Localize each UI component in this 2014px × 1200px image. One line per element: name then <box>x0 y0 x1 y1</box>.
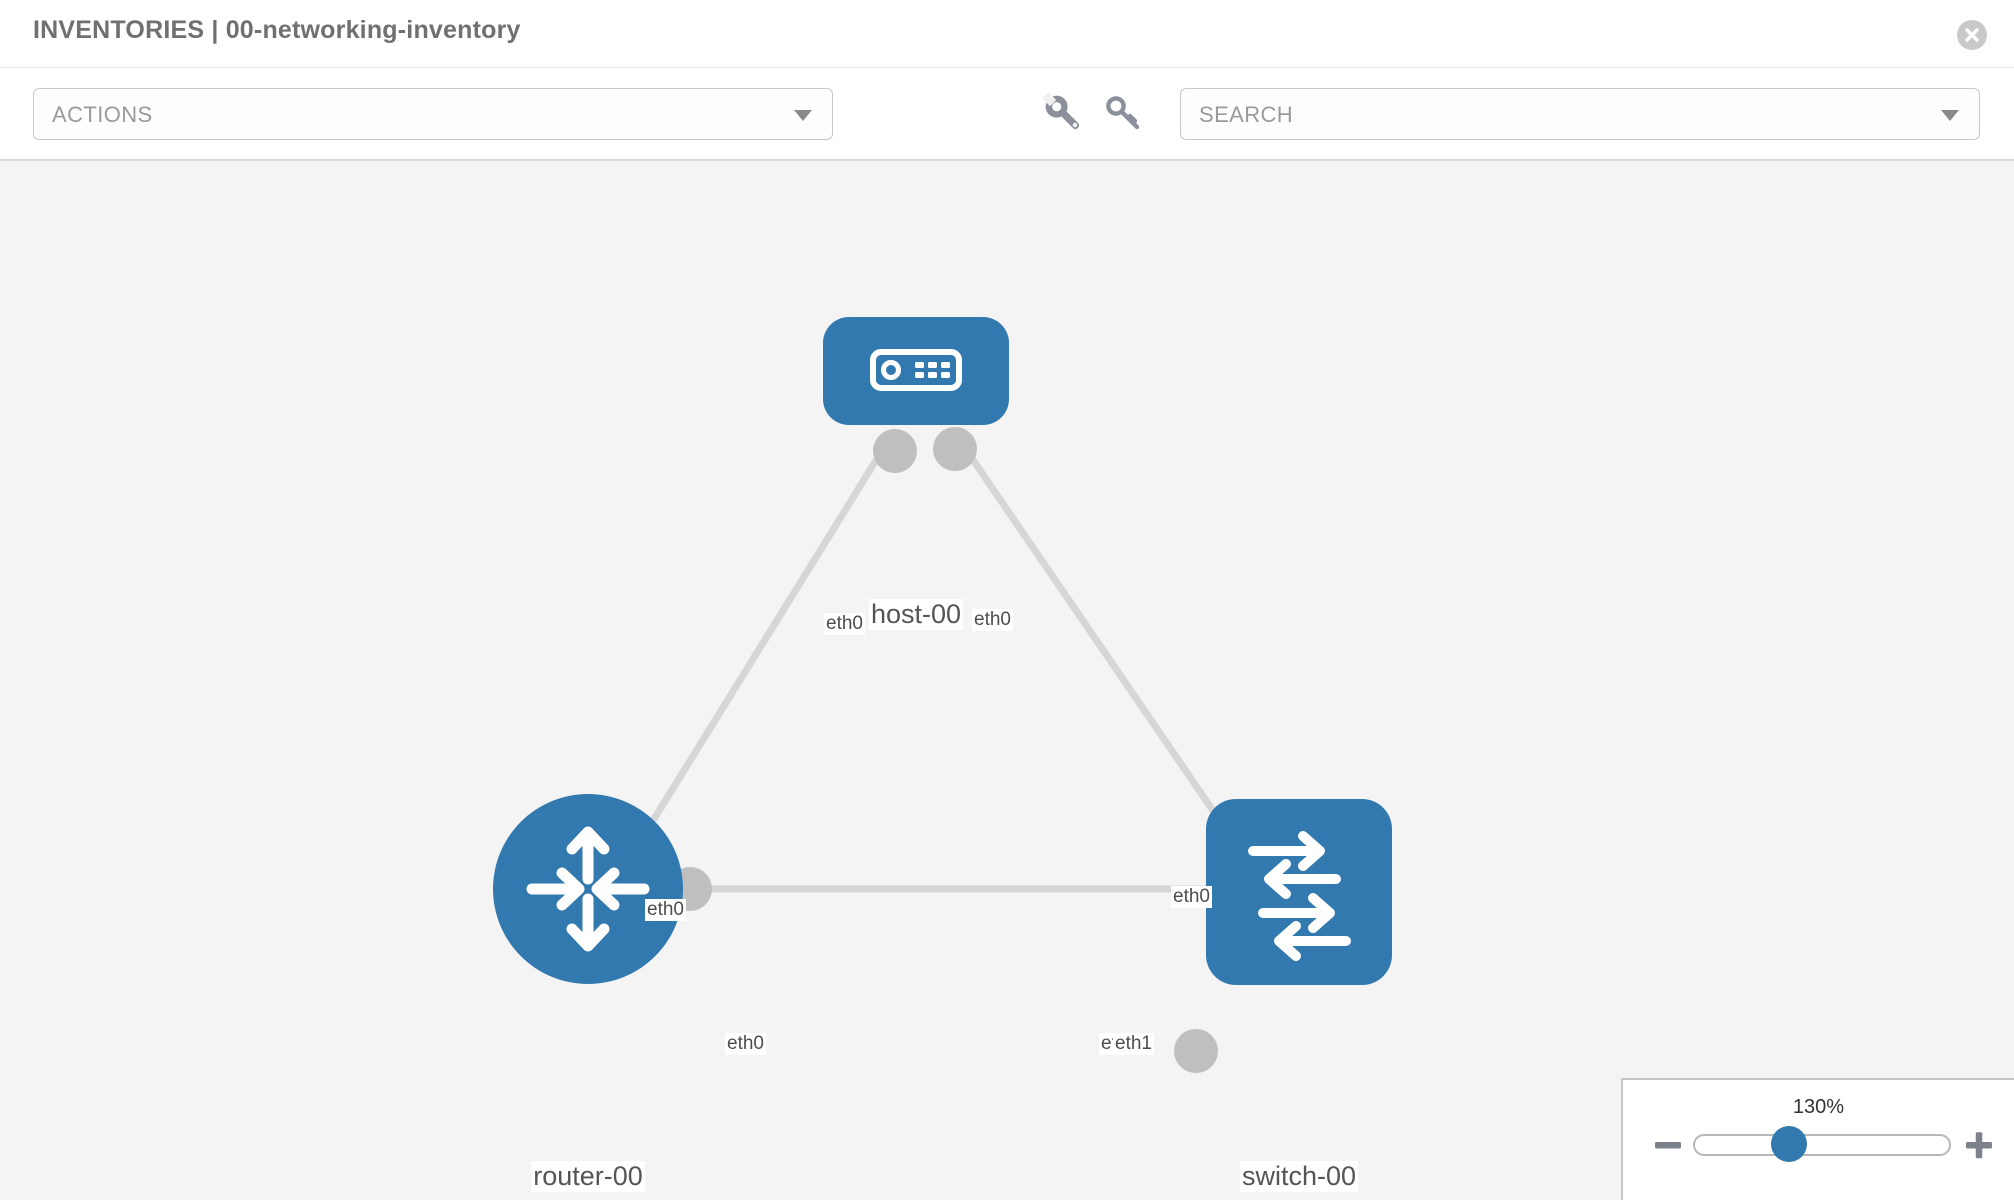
page-header: INVENTORIES | 00-networking-inventory <box>0 0 2014 68</box>
zoom-out-button[interactable] <box>1651 1128 1685 1162</box>
actions-dropdown-label: ACTIONS <box>52 102 153 127</box>
wrench-icon[interactable] <box>1040 90 1086 136</box>
link-host-switch[interactable] <box>957 439 1247 858</box>
search-placeholder: SEARCH <box>1199 102 1294 127</box>
node-label-host-00: host-00 <box>868 599 964 630</box>
connector-host-left[interactable] <box>873 429 917 473</box>
node-router-00[interactable] <box>493 794 683 984</box>
zoom-slider-track[interactable] <box>1693 1134 1951 1156</box>
topology-graph <box>493 317 1392 1073</box>
connector-switch-left[interactable] <box>1174 1029 1218 1073</box>
iface-label-host-left: eth0 <box>824 613 865 635</box>
switch-arrows-icon <box>1248 831 1351 961</box>
node-switch-00[interactable] <box>1206 799 1392 985</box>
page-title: INVENTORIES | 00-networking-inventory <box>33 16 521 44</box>
iface-label-router-uplink: eth0 <box>645 899 686 921</box>
toolbar: ACTIONS SEARC <box>0 68 2014 161</box>
node-host-00[interactable] <box>823 317 1009 425</box>
link-host-router[interactable] <box>625 439 891 863</box>
zoom-slider-thumb[interactable] <box>1771 1126 1807 1162</box>
router-four-arrows-icon <box>526 826 650 952</box>
search-input[interactable]: SEARCH <box>1180 88 1980 140</box>
zoom-level-value: 130% <box>1792 1096 1845 1118</box>
topology-canvas[interactable]: host-00 router-00 switch-00 eth0 eth0 et… <box>0 161 2014 1200</box>
key-icon[interactable] <box>1100 90 1146 136</box>
close-icon[interactable] <box>1957 20 1987 50</box>
zoom-in-button[interactable] <box>1962 1128 1996 1162</box>
iface-label-switch-uplink: eth0 <box>1171 886 1212 908</box>
iface-label-router-eth0: eth0 <box>725 1033 766 1055</box>
connector-host-right[interactable] <box>933 427 977 471</box>
chevron-down-icon <box>794 110 812 121</box>
node-label-router-00: router-00 <box>531 1161 645 1192</box>
topology-connectors <box>668 427 1254 1073</box>
node-label-switch-00: switch-00 <box>1239 1161 1359 1192</box>
zoom-control-panel: 130% <box>1621 1078 2014 1200</box>
topology-links <box>625 439 1247 893</box>
actions-dropdown[interactable]: ACTIONS <box>33 88 833 140</box>
server-appliance-icon <box>870 349 962 391</box>
iface-label-switch-eth1: eth1 <box>1113 1033 1154 1055</box>
iface-label-host-right: eth0 <box>972 609 1013 631</box>
chevron-down-icon[interactable] <box>1941 110 1959 121</box>
